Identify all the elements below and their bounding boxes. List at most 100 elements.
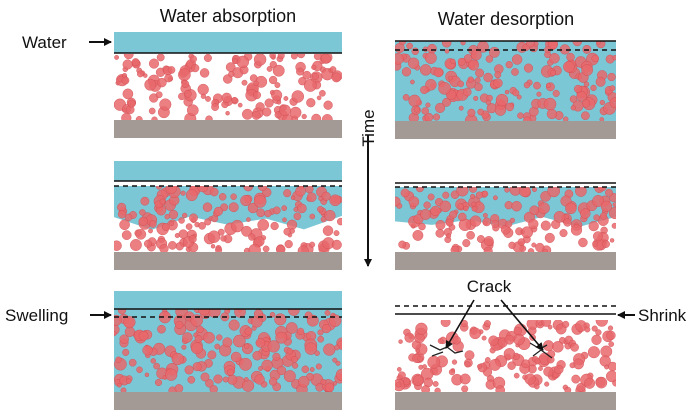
panel-desorption-t0 <box>395 40 616 139</box>
particle <box>231 96 238 104</box>
particle <box>442 97 451 107</box>
particle <box>609 85 616 92</box>
particle <box>319 90 326 97</box>
particle <box>122 88 134 100</box>
particle <box>461 385 469 392</box>
particle <box>599 99 605 106</box>
particle <box>142 345 153 356</box>
particle <box>534 358 541 365</box>
particle-group <box>114 186 342 252</box>
particle <box>563 218 572 227</box>
particle <box>228 71 235 78</box>
particle <box>473 95 479 101</box>
particle <box>124 326 135 337</box>
particle <box>244 327 253 336</box>
particle <box>246 217 251 222</box>
particle <box>291 90 304 103</box>
particle <box>439 200 451 213</box>
particle <box>420 208 432 220</box>
particle <box>296 67 304 76</box>
particle <box>591 54 599 63</box>
particle <box>505 102 514 112</box>
particle <box>475 68 484 78</box>
particle <box>183 90 192 98</box>
particle <box>482 217 492 227</box>
particle <box>301 113 307 120</box>
particle <box>220 235 227 242</box>
particle <box>395 53 404 65</box>
particle <box>408 196 420 207</box>
water-layer <box>114 32 342 53</box>
particle <box>517 238 526 246</box>
particle <box>237 102 243 108</box>
particle <box>592 195 604 207</box>
particle <box>198 221 206 230</box>
particle <box>215 246 223 252</box>
particle <box>311 72 320 81</box>
particle <box>209 187 219 197</box>
particle <box>148 107 156 115</box>
particle <box>161 223 170 231</box>
particle <box>255 102 265 112</box>
label-shrink: Shrink <box>638 306 687 325</box>
particle <box>508 241 516 249</box>
particle <box>533 81 541 90</box>
particle <box>430 205 441 217</box>
particle <box>435 220 446 230</box>
particle <box>569 362 576 369</box>
particle <box>269 312 276 318</box>
particle <box>228 202 239 213</box>
particle <box>239 357 252 371</box>
substrate <box>114 252 342 270</box>
particle <box>584 377 596 389</box>
particle <box>311 113 322 120</box>
particle <box>470 193 476 199</box>
particle <box>440 320 451 327</box>
particle <box>241 225 253 237</box>
particle <box>298 376 310 388</box>
particle <box>271 89 283 101</box>
particle <box>536 91 542 97</box>
particle <box>309 241 316 248</box>
particle <box>395 196 401 207</box>
particle <box>282 217 287 223</box>
substrate <box>395 121 616 139</box>
particle <box>165 368 178 381</box>
particle <box>538 366 543 371</box>
particle <box>471 205 478 212</box>
crack-arrow-left <box>445 299 475 349</box>
heading-water-desorption: Water desorption <box>438 9 574 29</box>
particle <box>189 213 198 223</box>
particle <box>159 244 169 252</box>
particle <box>396 367 402 372</box>
particle <box>138 330 149 341</box>
particle <box>437 338 444 344</box>
particle <box>474 77 481 84</box>
particle <box>182 332 193 343</box>
particle <box>144 78 157 91</box>
label-swelling: Swelling <box>5 306 68 325</box>
particle <box>200 372 210 382</box>
particle <box>178 68 191 81</box>
particle <box>207 350 217 360</box>
particle <box>185 189 198 202</box>
particle <box>448 369 456 376</box>
particle <box>248 243 261 252</box>
particle <box>411 47 419 55</box>
particle <box>303 79 317 92</box>
particle <box>264 210 272 218</box>
particle <box>302 70 312 80</box>
particle <box>457 80 465 88</box>
particle <box>320 378 327 385</box>
particle <box>135 116 143 120</box>
particle <box>485 99 492 106</box>
particle <box>438 82 451 95</box>
particle <box>574 84 583 93</box>
panel-absorption-t1 <box>114 161 342 270</box>
particle <box>509 217 516 224</box>
particle <box>114 55 120 60</box>
particle <box>123 54 134 60</box>
particle <box>521 226 533 239</box>
particle <box>421 385 430 392</box>
particle <box>331 239 342 250</box>
